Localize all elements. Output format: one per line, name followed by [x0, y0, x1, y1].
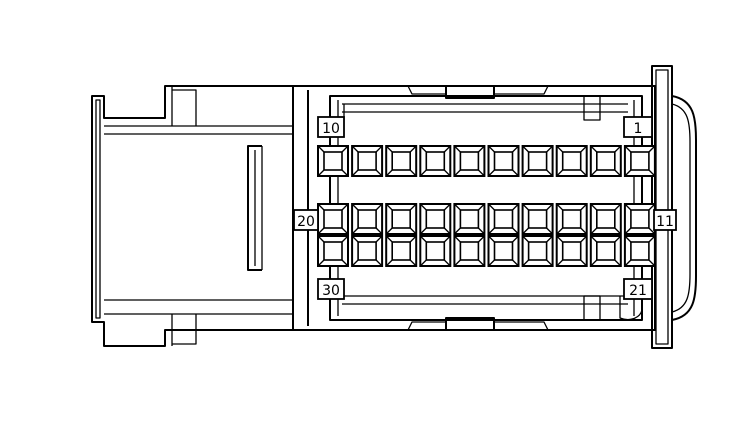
pin-cavity-4 — [521, 145, 554, 177]
pin-cavity-29 — [351, 235, 384, 267]
pin-label-text-1: 1 — [634, 121, 643, 137]
pin-cavity-25 — [487, 235, 520, 267]
pin-cavity-30 — [317, 235, 349, 267]
pin-cavity-14 — [521, 203, 554, 235]
pin-cavity-3 — [555, 145, 588, 177]
pin-cavity-1 — [623, 145, 656, 177]
pin-cavity-5 — [487, 145, 520, 177]
pin-cavity-21 — [623, 235, 656, 267]
pin-cavity-18 — [385, 203, 418, 235]
pin-label-text-21: 21 — [629, 283, 647, 299]
pin-cavity-7 — [419, 145, 452, 177]
pin-cavity-2 — [589, 145, 622, 177]
pin-label-top-right: 1 — [623, 116, 653, 138]
pin-cavity-27 — [419, 235, 452, 267]
pin-cavity-17 — [419, 203, 452, 235]
pin-cavity-11 — [623, 203, 656, 235]
pin-cavity-10 — [317, 145, 349, 177]
pin-cavity-9 — [351, 145, 384, 177]
pin-cavity-8 — [385, 145, 418, 177]
pin-label-bottom-right: 21 — [623, 278, 653, 300]
pin-cavity-13 — [555, 203, 588, 235]
pin-cavity-23 — [555, 235, 588, 267]
pin-label-text-20: 20 — [297, 214, 315, 230]
pin-cavity-26 — [453, 235, 486, 267]
pin-label-middle-right: 11 — [653, 209, 677, 231]
pin-label-top-left: 10 — [317, 116, 345, 138]
pin-label-text-11: 11 — [656, 214, 674, 230]
pin-label-text-10: 10 — [322, 121, 340, 137]
pin-cavity-6 — [453, 145, 486, 177]
pin-cavity-20 — [317, 203, 349, 235]
pin-cavity-16 — [453, 203, 486, 235]
pin-cavity-22 — [589, 235, 622, 267]
pin-cavity-24 — [521, 235, 554, 267]
pin-cavity-12 — [589, 203, 622, 235]
pin-grid — [317, 145, 656, 267]
pin-label-middle-left: 20 — [293, 209, 319, 231]
pin-cavity-15 — [487, 203, 520, 235]
pin-cavity-19 — [351, 203, 384, 235]
pin-label-text-30: 30 — [322, 283, 340, 299]
pin-label-bottom-left: 30 — [317, 278, 345, 300]
pin-cavity-28 — [385, 235, 418, 267]
